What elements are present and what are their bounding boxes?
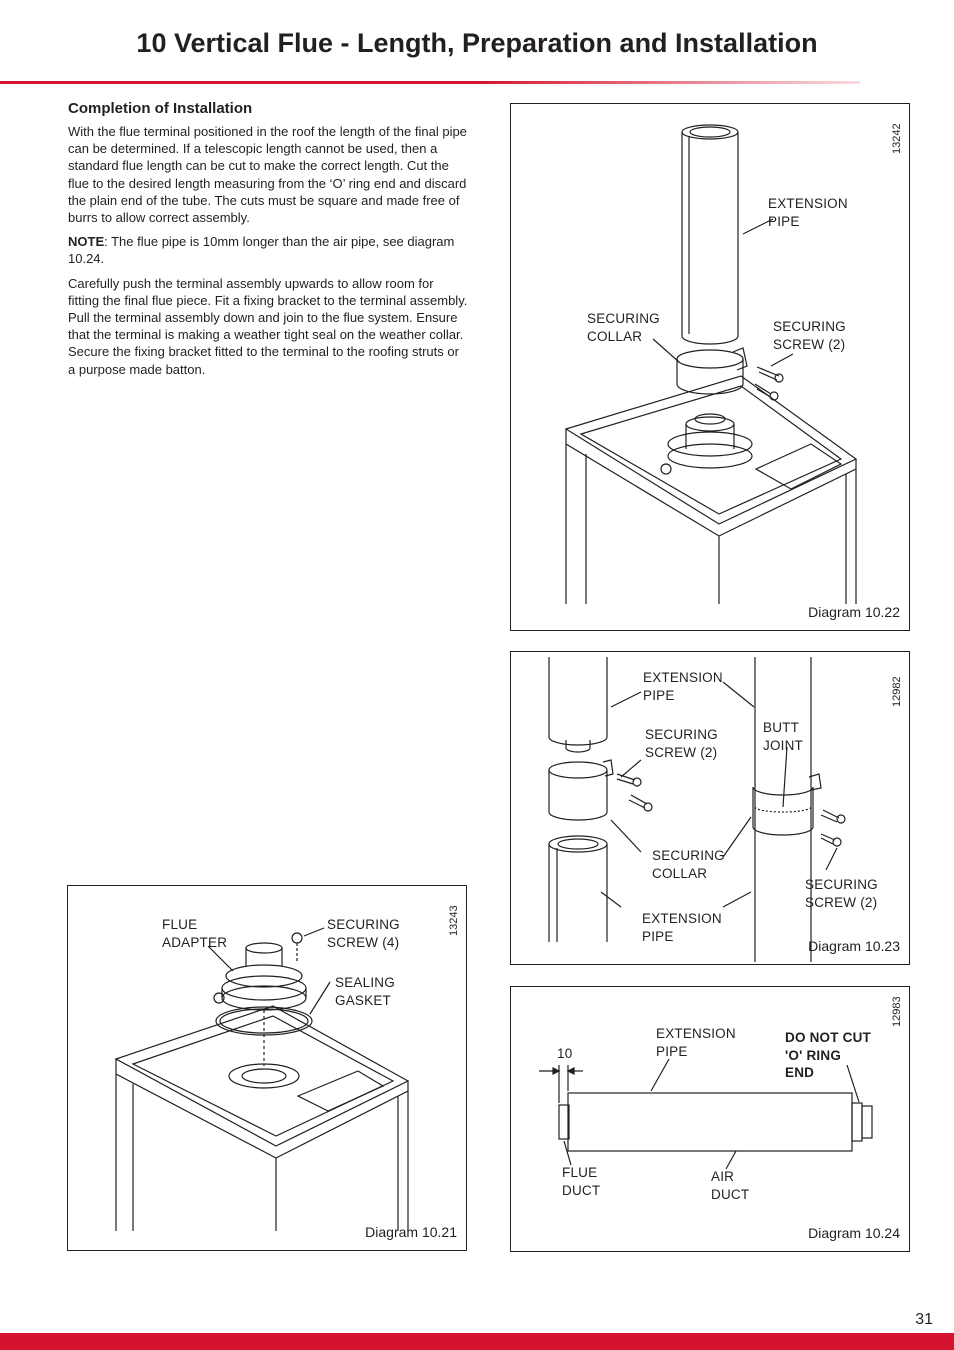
caption: Diagram 10.23 <box>808 938 900 954</box>
screw-head <box>774 373 784 383</box>
label-flue-adapter: FLUE ADAPTER <box>162 917 228 950</box>
label-securing-screw-right: SECURING SCREW (2) <box>805 877 878 910</box>
caption: Diagram 10.22 <box>808 604 900 620</box>
label-extension-pipe: EXTENSION PIPE <box>768 196 848 229</box>
label-air-duct: AIR DUCT <box>711 1169 750 1202</box>
diagram-10-23: 12982 EXTENSION PIPE SECURING SCREW (2) … <box>510 651 910 965</box>
label-butt-joint: BUTT JOINT <box>763 720 803 753</box>
label-flue-duct: FLUE DUCT <box>562 1165 601 1198</box>
reference-number: 12983 <box>891 996 903 1027</box>
title-rule <box>0 81 860 84</box>
caption: Diagram 10.24 <box>808 1225 900 1241</box>
paragraph-3: Carefully push the terminal assembly upw… <box>68 275 468 377</box>
footer-bar <box>0 1333 954 1350</box>
label-extension-pipe-top: EXTENSION PIPE <box>643 670 723 703</box>
diagram-10-22: 13242 EXTENSION PIPE SECURING COLLAR SEC… <box>510 103 910 631</box>
reference-number: 13242 <box>891 123 903 154</box>
caption: Diagram 10.21 <box>365 1224 457 1240</box>
label-securing-screw: SECURING SCREW (2) <box>773 319 846 352</box>
label-extension-pipe-bottom: EXTENSION PIPE <box>642 911 722 944</box>
label-dimension: 10 <box>557 1046 573 1061</box>
label-securing-collar: SECURING COLLAR <box>587 311 660 344</box>
reference-number: 12982 <box>891 676 903 707</box>
note-label: NOTE <box>68 234 105 250</box>
diagram-10-21-drawing <box>114 927 410 1231</box>
label-sealing-gasket: SEALING GASKET <box>335 975 395 1008</box>
section-body: Completion of Installation With the flue… <box>68 100 468 385</box>
diagram-10-24-drawing <box>539 1058 873 1170</box>
note-paragraph: NOTE: The flue pipe is 10mm longer than … <box>68 233 468 267</box>
diagram-10-23-drawing <box>548 657 846 962</box>
label-do-not-cut: DO NOT CUT 'O' RING END <box>785 1030 871 1080</box>
page-title: 10 Vertical Flue - Length, Preparation a… <box>136 28 818 58</box>
reference-number: 13243 <box>448 905 460 936</box>
label-extension-pipe: EXTENSION PIPE <box>656 1026 736 1059</box>
label-securing-screw-left: SECURING SCREW (2) <box>645 727 718 760</box>
diagram-10-22-drawing <box>564 124 858 604</box>
label-securing-screw: SECURING SCREW (4) <box>327 917 400 950</box>
paragraph-1: With the flue terminal positioned in the… <box>68 124 467 226</box>
page-number: 31 <box>915 1311 933 1328</box>
diagram-10-21: 13243 FLUE ADAPTER SECURING SCREW (4) SE… <box>67 885 467 1251</box>
note-text: : The flue pipe is 10mm longer than the … <box>68 234 455 267</box>
label-securing-collar: SECURING COLLAR <box>652 848 725 881</box>
diagram-10-24: 12983 10 EXTENSION PIPE DO NOT CUT 'O' R… <box>510 986 910 1252</box>
section-heading: Completion of Installation <box>68 100 253 117</box>
